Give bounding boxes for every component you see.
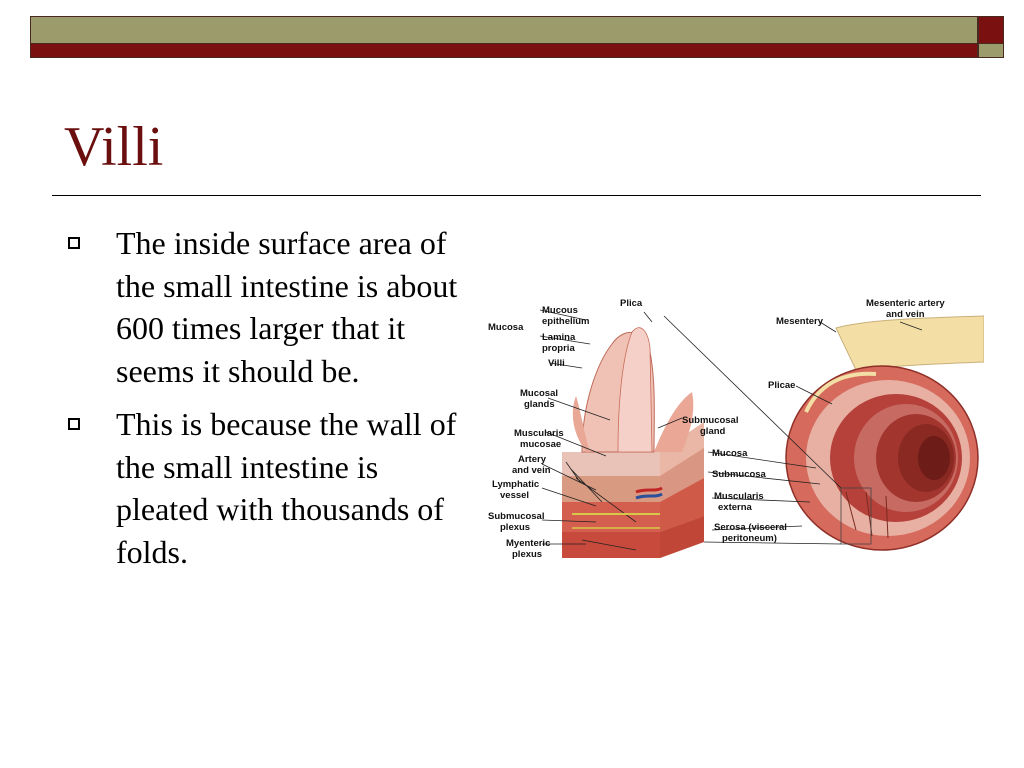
intestine-wall-diagram: Mucosa Mucous epithelium Lamina propria … xyxy=(488,298,984,560)
label-mesenteric-artery-1: Mesenteric artery xyxy=(866,298,945,309)
header-corner-maroon-square xyxy=(978,16,1004,44)
label-myenteric-plexus-1: Myenteric xyxy=(506,538,550,549)
bullet-item: The inside surface area of the small int… xyxy=(64,222,464,392)
wall-section-illustration xyxy=(562,327,704,558)
label-serosa-1: Serosa (visceral xyxy=(714,522,787,533)
bullet-item: This is because the wall of the small in… xyxy=(64,403,464,573)
label-mucosal-glands-2: glands xyxy=(524,399,555,410)
header-corner-olive-square xyxy=(978,44,1004,58)
intestine-tube-illustration xyxy=(785,315,984,551)
label-mucous-epithelium-1: Mucous xyxy=(542,305,578,316)
slide-title: Villi xyxy=(64,116,164,178)
label-plica: Plica xyxy=(620,298,643,309)
hollow-square-bullet-icon xyxy=(68,418,80,430)
hollow-square-bullet-icon xyxy=(68,237,80,249)
label-serosa-2: peritoneum) xyxy=(722,533,777,544)
label-lymphatic-vessel-1: Lymphatic xyxy=(492,479,539,490)
label-submucosal-gland-2: gland xyxy=(700,426,726,437)
label-lymphatic-vessel-2: vessel xyxy=(500,490,529,501)
label-lamina-propria-2: propria xyxy=(542,343,575,354)
label-submucosal-plexus-2: plexus xyxy=(500,522,530,533)
label-submucosal-plexus-1: Submucosal xyxy=(488,511,545,522)
label-mesentery: Mesentery xyxy=(776,316,824,327)
label-muscularis-externa-1: Muscularis xyxy=(714,491,764,502)
header-olive-band xyxy=(30,16,978,44)
label-mucosa: Mucosa xyxy=(488,322,524,333)
title-divider xyxy=(52,195,981,196)
header-maroon-band xyxy=(30,44,978,58)
label-mucous-epithelium-2: epithelium xyxy=(542,316,590,327)
bullet-list: The inside surface area of the small int… xyxy=(64,222,464,584)
label-artery-and-vein-2: and vein xyxy=(512,465,551,476)
label-submucosal-gland-1: Submucosal xyxy=(682,415,739,426)
label-submucosa: Submucosa xyxy=(712,469,767,480)
label-muscularis-mucosae-1: Muscularis xyxy=(514,428,564,439)
label-lamina-propria-1: Lamina xyxy=(542,332,576,343)
label-mucosal-glands-1: Mucosal xyxy=(520,388,558,399)
label-mesenteric-artery-2: and vein xyxy=(886,309,925,320)
label-muscularis-externa-2: externa xyxy=(718,502,753,513)
label-plicae: Plicae xyxy=(768,380,795,391)
label-villi: Villi xyxy=(548,358,565,369)
label-mucosa-layer: Mucosa xyxy=(712,448,748,459)
label-muscularis-mucosae-2: mucosae xyxy=(520,439,561,450)
label-artery-and-vein-1: Artery xyxy=(518,454,547,465)
bullet-text: The inside surface area of the small int… xyxy=(116,225,458,389)
label-myenteric-plexus-2: plexus xyxy=(512,549,542,560)
bullet-text: This is because the wall of the small in… xyxy=(116,406,457,570)
